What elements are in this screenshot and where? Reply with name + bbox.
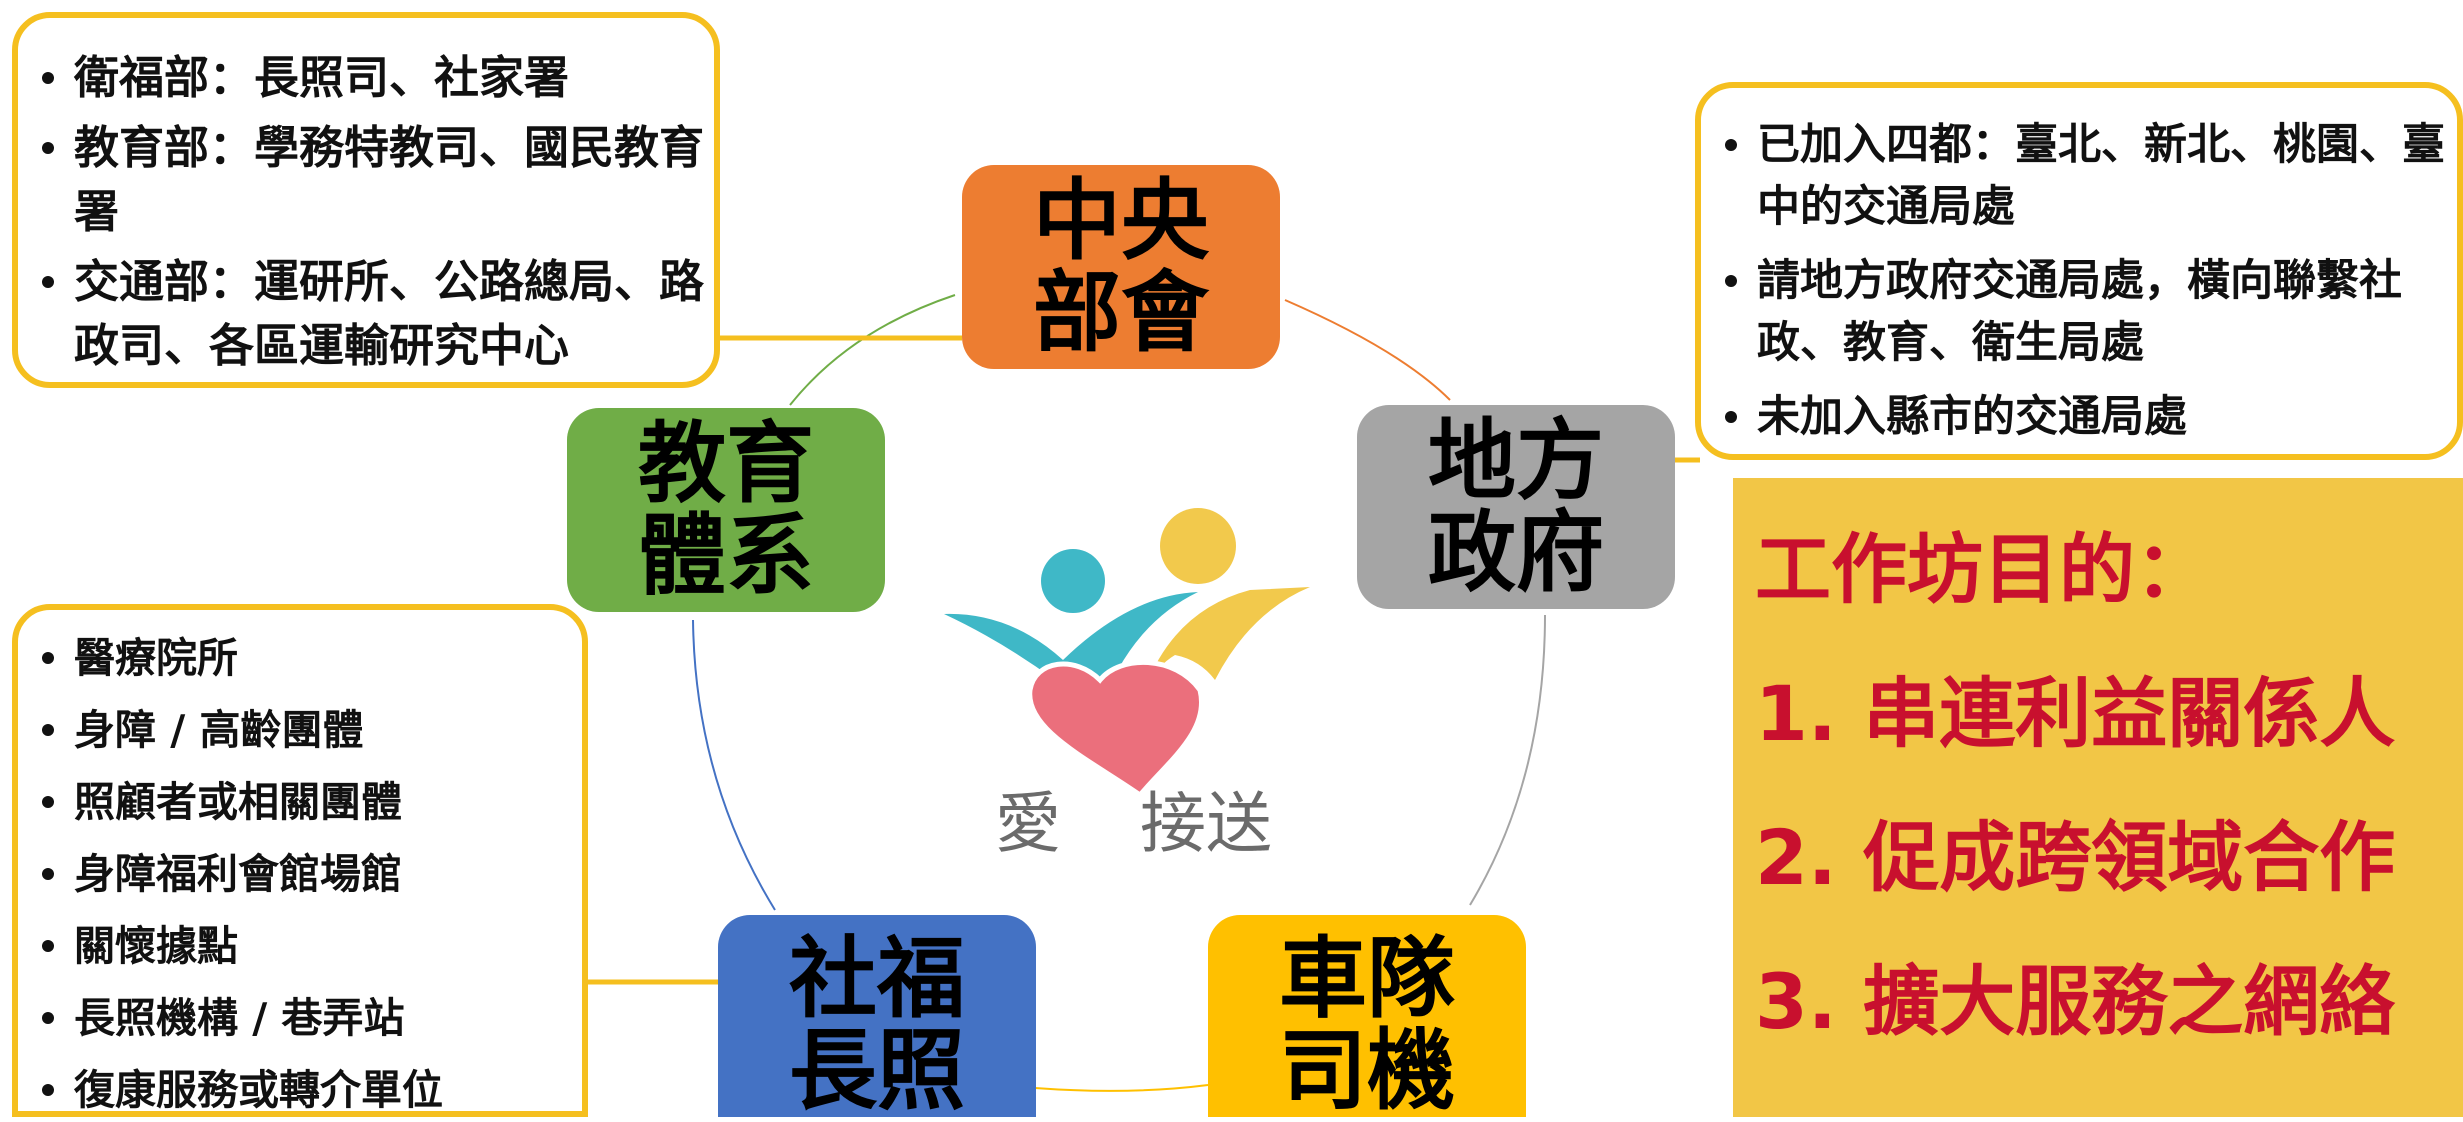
callout-welfare-item: 身障福利會館場館 <box>36 848 582 900</box>
node-welfare-line2: 長照 <box>788 1019 965 1122</box>
logo-heart <box>1027 659 1204 799</box>
logo-teal-head <box>1041 549 1105 613</box>
purpose-title: 工作坊目的： <box>1755 525 2211 614</box>
logo-yellow-wing <box>1145 587 1310 688</box>
node-central: 中央部會 <box>962 165 1280 369</box>
callout-local-item: 已加入四都：臺北、新北、桃園、臺中的交通局處 <box>1719 114 2457 238</box>
node-education-line1: 教育 <box>637 412 814 515</box>
node-education: 教育體系 <box>567 408 885 612</box>
logo-text-left: 愛 <box>995 785 1061 862</box>
callout-welfare-item: 醫療院所 <box>36 632 582 684</box>
purpose-item: 3. 擴大服務之網絡 <box>1755 957 2396 1046</box>
callout-welfare: 醫療院所 身障 / 高齡團體 照顧者或相關團體 身障福利會館場館 關懷據點 長照… <box>12 604 588 1117</box>
callout-local-item: 請地方政府交通局處，橫向聯繫社政、教育、衛生局處 <box>1719 250 2457 374</box>
logo-text-right: 接送 <box>1140 785 1272 862</box>
node-fleet-line2: 司機 <box>1278 1019 1455 1122</box>
callout-central-item: 教育部：學務特教司、國民教育署 <box>36 116 714 244</box>
callout-central-item: 衛福部：長照司、社家署 <box>36 46 714 110</box>
node-education-line2: 體系 <box>637 504 814 607</box>
callout-local: 已加入四都：臺北、新北、桃園、臺中的交通局處 請地方政府交通局處，橫向聯繫社政、… <box>1695 82 2463 460</box>
arc-welfare-education <box>692 619 776 911</box>
node-local-line2: 政府 <box>1427 501 1604 604</box>
callout-welfare-item: 關懷據點 <box>36 920 582 972</box>
node-fleet: 車隊司機 <box>1208 915 1526 1117</box>
purpose-item: 2. 促成跨領域合作 <box>1755 813 2396 902</box>
arc-central-local <box>1284 299 1451 401</box>
callout-central-item: 交通部：運研所、公路總局、路政司、各區運輸研究中心 <box>36 250 714 378</box>
node-local-line1: 地方 <box>1427 409 1604 512</box>
arc-local-fleet <box>1469 614 1546 906</box>
node-fleet-line1: 車隊 <box>1278 927 1455 1030</box>
callout-welfare-item: 照顧者或相關團體 <box>36 776 582 828</box>
callout-welfare-item: 長照機構 / 巷弄站 <box>36 992 582 1044</box>
callout-local-item: 未加入縣市的交通局處 <box>1719 386 2457 448</box>
node-central-line1: 中央 <box>1032 169 1209 272</box>
node-welfare: 社福長照 <box>718 915 1036 1117</box>
purpose-item: 1. 串連利益關係人 <box>1755 669 2396 758</box>
callout-welfare-item: 復康服務或轉介單位 <box>36 1064 582 1116</box>
node-local: 地方政府 <box>1357 405 1675 609</box>
node-central-line2: 部會 <box>1032 261 1209 364</box>
callout-welfare-item: 身障 / 高齡團體 <box>36 704 582 756</box>
workshop-purpose-panel: 工作坊目的： 1. 串連利益關係人 2. 促成跨領域合作 3. 擴大服務之網絡 <box>1733 478 2463 1117</box>
node-welfare-line1: 社福 <box>788 927 965 1030</box>
callout-central: 衛福部：長照司、社家署 教育部：學務特教司、國民教育署 交通部：運研所、公路總局… <box>12 12 720 388</box>
logo-teal-wing <box>944 592 1198 710</box>
arc-fleet-welfare <box>1034 1084 1209 1092</box>
logo-yellow-head <box>1160 508 1236 584</box>
